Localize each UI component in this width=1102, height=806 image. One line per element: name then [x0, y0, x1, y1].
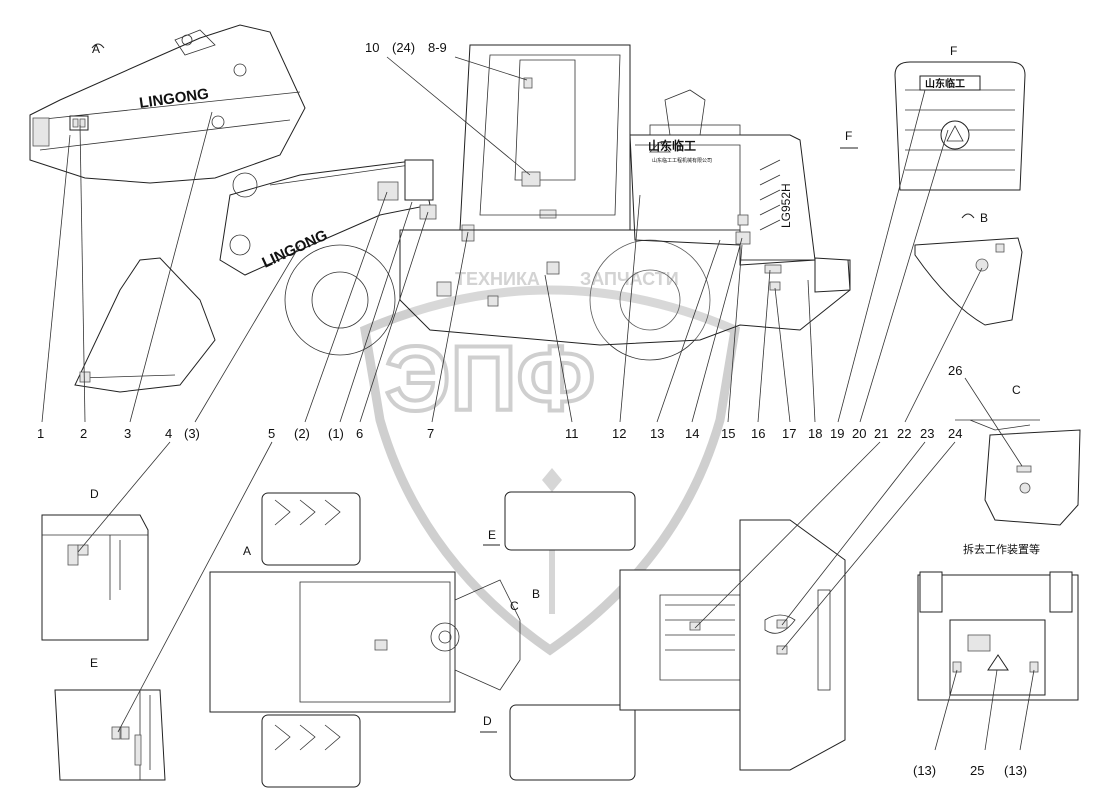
- callout-label: 13: [650, 426, 664, 441]
- detail-a-view: A LINGONG: [29, 24, 306, 184]
- callout-label: 2: [80, 426, 87, 441]
- detail-b-view: B: [914, 211, 1023, 326]
- callout-label: 23: [920, 426, 934, 441]
- detail-d-view: D: [41, 487, 149, 641]
- callout-label: 7: [427, 426, 434, 441]
- callout-label: 20: [852, 426, 866, 441]
- callout-label-26: 26: [948, 363, 962, 378]
- callout-label: 10: [365, 40, 379, 55]
- callout-label: 8-9: [428, 40, 447, 55]
- loader-side-view: LINGONG 山东临工 山东临工工程机械有限公司 LG952H: [74, 44, 858, 393]
- watermark-left-text: ТЕХНИКА: [455, 269, 540, 289]
- model-code-text: LG952H: [779, 183, 793, 228]
- callout-label: 17: [782, 426, 796, 441]
- callout-label: 16: [751, 426, 765, 441]
- callout-label: 14: [685, 426, 699, 441]
- rear-view: [917, 571, 1079, 701]
- view-label-f-arrow: F: [845, 129, 852, 143]
- callout-label: 18: [808, 426, 822, 441]
- callout-label: 11: [565, 426, 579, 441]
- remove-work-device-note: 拆去工作装置等: [963, 542, 1040, 556]
- view-label-a-plan: A: [243, 544, 251, 558]
- view-label-f-detail: F: [950, 44, 957, 58]
- callout-label: 1: [37, 426, 44, 441]
- view-label-c-detail: C: [1012, 383, 1021, 397]
- callout-label: 15: [721, 426, 735, 441]
- view-label-b-detail: B: [980, 211, 988, 225]
- callout-label: 22: [897, 426, 911, 441]
- view-label-b-plan: B: [532, 587, 540, 601]
- callout-label: 4: [165, 426, 172, 441]
- callout-label: (2): [294, 426, 310, 441]
- detail-e-view: E: [54, 656, 166, 781]
- view-label-e-detail: E: [90, 656, 98, 670]
- callout-label: 24: [948, 426, 962, 441]
- grille-brand-text: 山东临工: [925, 77, 965, 90]
- callout-label: 6: [356, 426, 363, 441]
- view-label-e-plan: E: [488, 528, 496, 542]
- callout-label: (3): [184, 426, 200, 441]
- cn-brand-sticker: 山东临工: [648, 138, 696, 153]
- detail-f-view: F 山东临工: [894, 44, 1026, 191]
- detail-c-view: C 拆去工作装置等: [955, 383, 1081, 556]
- callout-label: (1): [328, 426, 344, 441]
- callouts-top: 10 (24) 8-9: [365, 40, 447, 55]
- callout-label: (13): [1004, 763, 1027, 778]
- cn-company-sticker: 山东临工工程机械有限公司: [652, 157, 712, 164]
- callouts-rear: (13) 25 (13): [913, 763, 1027, 778]
- view-label-d-detail: D: [90, 487, 99, 501]
- callout-label: 19: [830, 426, 844, 441]
- view-label-a-detail: A: [92, 42, 100, 56]
- callout-label: (24): [392, 40, 415, 55]
- view-label-d-plan: D: [483, 714, 492, 728]
- callout-label: 12: [612, 426, 626, 441]
- callout-label: (13): [913, 763, 936, 778]
- callout-label: 21: [874, 426, 888, 441]
- view-label-c-plan: C: [510, 599, 519, 613]
- watermark-right-text: ЗАПЧАСТИ: [580, 269, 679, 289]
- watermark-logo-text: ЭПФ: [385, 328, 595, 430]
- callout-label: 25: [970, 763, 984, 778]
- loader-plan-view: A B C E D: [209, 491, 846, 788]
- callout-label: 5: [268, 426, 275, 441]
- callout-label: 3: [124, 426, 131, 441]
- leader-lines: [41, 56, 1035, 751]
- callouts-bottom-row: 1 2 3 4 (3) 5 (2) (1) 6 7 11 12 13 14 15…: [37, 426, 962, 441]
